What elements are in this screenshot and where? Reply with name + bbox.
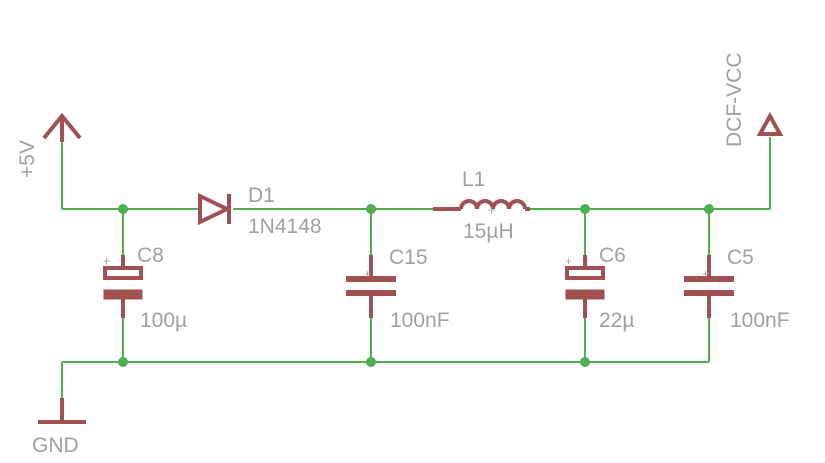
c15-origin-mark: + — [364, 267, 371, 281]
inductor-l1 — [433, 199, 530, 211]
junction-dot — [580, 357, 590, 367]
c5-value: 100nF — [730, 309, 790, 332]
capacitor-c15 — [346, 255, 396, 318]
capacitor-c8 — [103, 255, 143, 318]
c8-negative-plate — [103, 289, 143, 300]
c6-negative-plate — [565, 289, 605, 300]
l1-value: 15µH — [463, 220, 514, 243]
junction-dot — [118, 357, 128, 367]
junction-dot — [366, 204, 376, 214]
junction-dot — [118, 204, 128, 214]
d1-value: 1N4148 — [248, 215, 322, 238]
d1-name: D1 — [248, 184, 275, 207]
ground-symbol — [38, 398, 86, 424]
c15-value: 100nF — [390, 309, 450, 332]
l1-origin-mark: + — [488, 203, 495, 217]
diode-triangle — [198, 192, 232, 226]
supply-label: +5V — [16, 140, 39, 178]
junctions — [118, 204, 714, 367]
c6-name: C6 — [599, 244, 626, 267]
junction-dot — [704, 204, 714, 214]
c8-polarity-mark: + — [103, 254, 110, 268]
capacitor-c5 — [684, 255, 734, 318]
c6-value: 22µ — [599, 309, 634, 332]
junction-dot — [366, 357, 376, 367]
wires — [61, 137, 771, 400]
c5-origin-mark: + — [702, 267, 709, 281]
ground-label: GND — [32, 434, 79, 457]
diode-d1 — [198, 192, 232, 226]
c8-value: 100µ — [140, 309, 187, 332]
junction-dot — [580, 204, 590, 214]
capacitor-c6 — [565, 255, 605, 318]
c8-name: C8 — [137, 244, 164, 267]
c8-positive-plate — [103, 266, 143, 280]
c5-name: C5 — [727, 246, 754, 269]
c6-polarity-mark: + — [565, 254, 572, 268]
l1-name: L1 — [462, 168, 485, 191]
c15-name: C15 — [389, 246, 428, 269]
c6-positive-plate — [565, 266, 605, 280]
supply-symbol — [42, 112, 82, 142]
output-symbol — [756, 111, 784, 136]
output-label: DCF-VCC — [723, 53, 746, 148]
